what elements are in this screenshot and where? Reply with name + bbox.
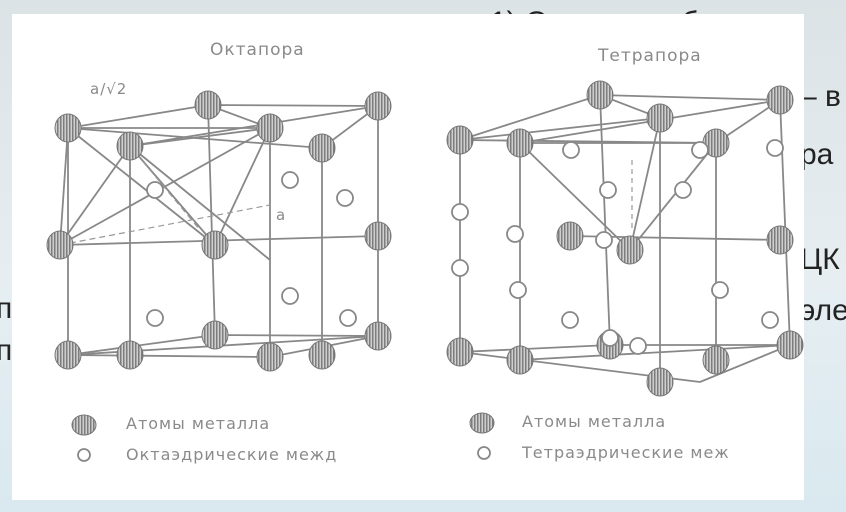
- slide-line-4: ЦК: [800, 243, 840, 276]
- label-a: a: [276, 206, 287, 224]
- legend-metal-atoms-left: Атомы металла: [126, 414, 271, 433]
- diagram-image: [12, 14, 804, 500]
- left-text-fragment: п п: [0, 292, 12, 367]
- legend-metal-atoms-right: Атомы металла: [522, 412, 667, 431]
- slide-line-3: ра: [800, 138, 834, 171]
- slide-line-5: эле: [800, 294, 846, 327]
- octapore-title: Октапора: [210, 40, 305, 60]
- hollow-circle-icon: [77, 448, 91, 462]
- legend-octa-voids: Октаэдрические межд: [126, 445, 338, 464]
- hollow-circle-icon: [477, 446, 491, 460]
- label-a-sqrt2: a/√2: [90, 80, 128, 98]
- filled-circle-icon: [469, 412, 495, 434]
- legend-tetra-voids: Тетраэдрические меж: [522, 443, 730, 462]
- slide-line-2: – в: [800, 80, 841, 113]
- tetrapore-title: Тетрапора: [598, 46, 702, 66]
- filled-circle-icon: [71, 414, 97, 436]
